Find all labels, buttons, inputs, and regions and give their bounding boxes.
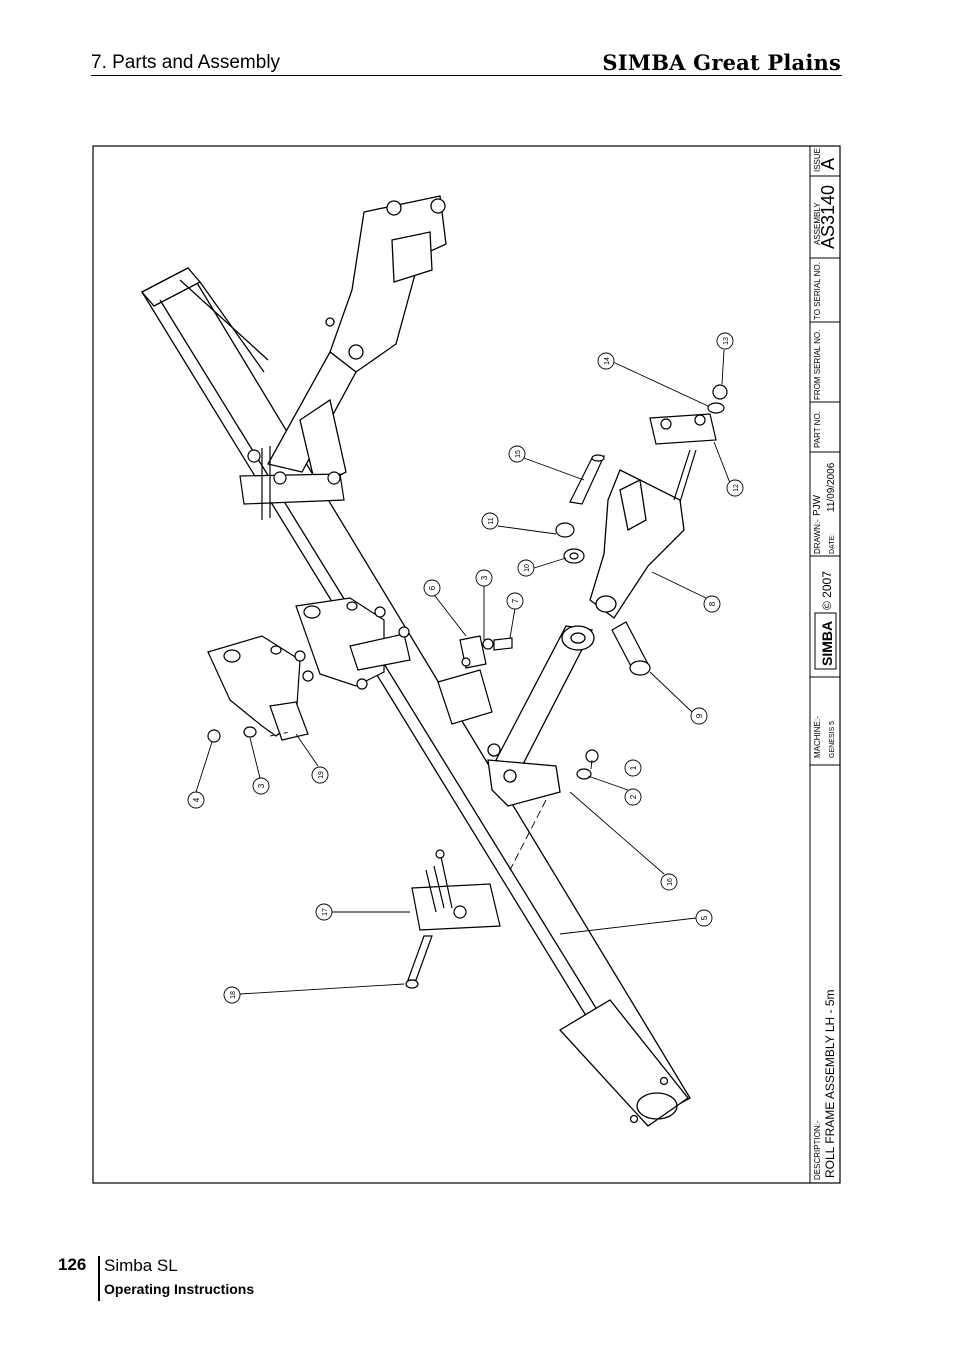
svg-text:18: 18 bbox=[230, 991, 237, 999]
bolt-18 bbox=[405, 935, 433, 989]
leader-lines bbox=[195, 349, 731, 995]
svg-text:2: 2 bbox=[629, 794, 638, 799]
balloon-18: 18 bbox=[223, 986, 241, 1004]
balloon-3a: 3 bbox=[252, 777, 270, 795]
pivot-plate-8 bbox=[589, 469, 685, 619]
upper-linkage-arm bbox=[267, 195, 447, 489]
item-balloons: 1 2 3 3 4 5 6 7 8 9 10 11 12 13 14 15 16… bbox=[187, 332, 744, 1004]
machine-label: MACHINE:- bbox=[813, 716, 822, 758]
title-block bbox=[809, 146, 840, 1184]
svg-text:8: 8 bbox=[708, 601, 717, 606]
svg-text:12: 12 bbox=[733, 484, 740, 492]
balloon-13: 13 bbox=[716, 332, 734, 350]
product-name: Simba SL bbox=[104, 1256, 178, 1275]
svg-text:5: 5 bbox=[700, 915, 709, 920]
bracket-plate bbox=[295, 597, 411, 690]
pivot-arm-16 bbox=[487, 625, 595, 807]
header-rule bbox=[91, 75, 842, 76]
svg-text:15: 15 bbox=[515, 450, 522, 458]
balloon-9: 9 bbox=[690, 707, 708, 725]
balloon-14: 14 bbox=[597, 352, 615, 370]
footer-divider bbox=[98, 1256, 100, 1301]
balloon-3b: 3 bbox=[475, 569, 493, 587]
section-title: 7. Parts and Assembly bbox=[91, 52, 281, 73]
balloon-15: 15 bbox=[508, 445, 526, 463]
svg-text:17: 17 bbox=[322, 908, 329, 916]
balloon-12: 12 bbox=[726, 479, 744, 497]
svg-text:3: 3 bbox=[480, 575, 489, 580]
part-no-label: PART NO. bbox=[813, 411, 822, 448]
clamp-17 bbox=[411, 849, 501, 931]
balloon-17: 17 bbox=[315, 903, 333, 921]
svg-text:7: 7 bbox=[511, 598, 520, 603]
drawn-label: DRAWN:- bbox=[813, 519, 822, 554]
copyright-text: © 2007 bbox=[820, 571, 834, 610]
description-value: ROLL FRAME ASSEMBLY LH - 5m bbox=[823, 989, 837, 1178]
svg-text:3: 3 bbox=[257, 783, 266, 788]
svg-text:14: 14 bbox=[604, 357, 611, 365]
balloon-6: 6 bbox=[423, 579, 441, 597]
svg-text:13: 13 bbox=[723, 337, 730, 345]
document-subtitle: Operating Instructions bbox=[104, 1281, 255, 1297]
drawn-value: PJW bbox=[812, 494, 823, 516]
assembly-number: AS3140 bbox=[818, 185, 838, 249]
assembly-label: ASSEMBLY bbox=[813, 202, 822, 245]
bracket-6 bbox=[437, 635, 493, 725]
bracket-19 bbox=[207, 635, 314, 741]
balloon-1: 1 bbox=[624, 759, 642, 777]
svg-text:11: 11 bbox=[488, 517, 495, 524]
title-block-text: ISSUE A ASSEMBLY AS3140 TO SERIAL NO. FR… bbox=[812, 148, 838, 1180]
issue-label: ISSUE bbox=[813, 148, 822, 172]
simba-logo: SIMBA bbox=[819, 621, 835, 666]
svg-text:9: 9 bbox=[695, 713, 704, 718]
date-value: 11/09/2006 bbox=[826, 462, 837, 512]
balloon-8: 8 bbox=[703, 595, 721, 613]
from-serial-label: FROM SERIAL NO. bbox=[813, 330, 822, 400]
balloon-19: 19 bbox=[311, 766, 329, 784]
to-serial-label: TO SERIAL NO. bbox=[813, 262, 822, 320]
balloon-10: 10 bbox=[517, 559, 535, 577]
machine-value: GENESIS 5 bbox=[829, 721, 836, 758]
clamp-12 bbox=[649, 413, 717, 503]
balloon-16: 16 bbox=[660, 873, 678, 891]
balloon-4: 4 bbox=[187, 791, 205, 809]
svg-text:1: 1 bbox=[629, 765, 638, 770]
svg-text:16: 16 bbox=[667, 878, 674, 886]
issue-value: A bbox=[818, 158, 838, 170]
description-label: DESCRIPTION:- bbox=[813, 1120, 822, 1180]
balloon-11: 11 bbox=[481, 512, 499, 530]
svg-text:10: 10 bbox=[524, 564, 531, 572]
pin-9 bbox=[611, 621, 651, 676]
fasteners bbox=[207, 384, 728, 780]
balloon-5: 5 bbox=[695, 909, 713, 927]
svg-text:19: 19 bbox=[318, 771, 325, 779]
beam-clamp bbox=[239, 446, 345, 520]
drawing-frame bbox=[92, 145, 841, 1184]
brand-logo: SIMBA Great Plains bbox=[602, 50, 841, 75]
svg-text:4: 4 bbox=[192, 797, 201, 802]
svg-text:6: 6 bbox=[428, 585, 437, 590]
date-label: DATE: bbox=[829, 534, 836, 554]
bolt-15 bbox=[569, 454, 606, 505]
balloon-7: 7 bbox=[506, 592, 524, 610]
balloon-2: 2 bbox=[624, 788, 642, 806]
page-number: 126 bbox=[58, 1255, 87, 1274]
